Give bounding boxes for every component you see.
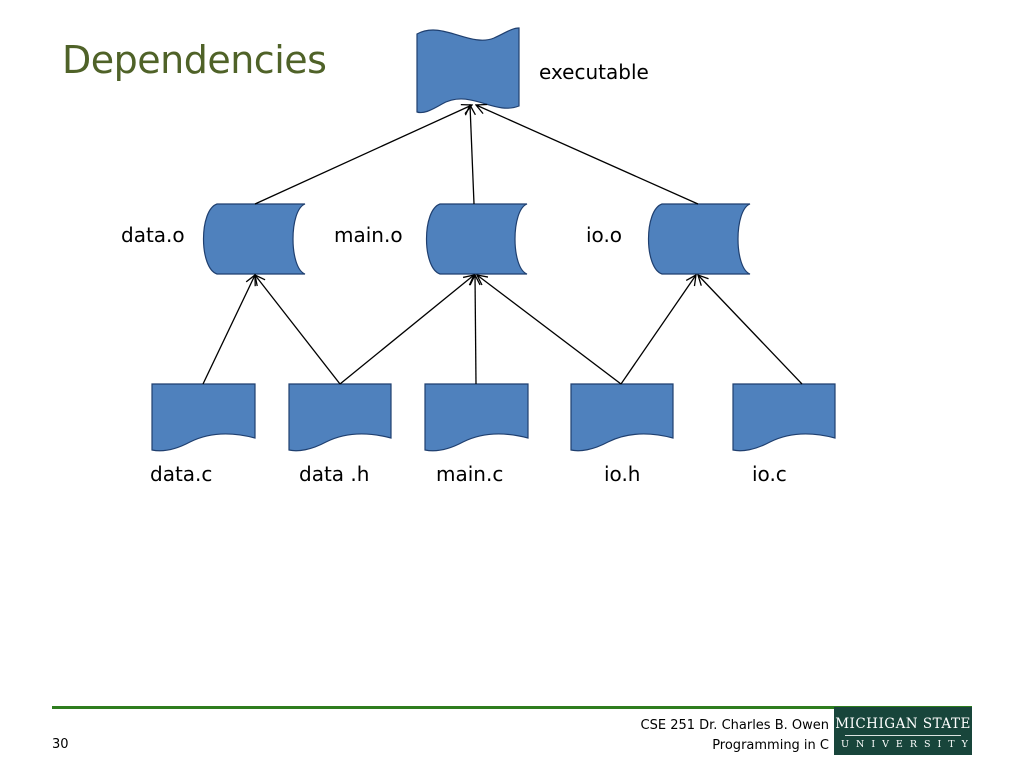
io-o-node: [647, 203, 751, 275]
course-info: CSE 251 Dr. Charles B. Owen Programming …: [641, 716, 829, 756]
executable-label: executable: [539, 60, 649, 84]
logo-rule: [845, 735, 961, 736]
data-h-label: data .h: [299, 462, 370, 486]
course-line-2: Programming in C: [712, 738, 829, 753]
edge-io-h-io-o: [620, 275, 696, 385]
logo-line-2: UNIVERSITY: [841, 739, 975, 750]
io-c-node: [732, 383, 836, 452]
slide-number: 30: [52, 737, 69, 752]
data-c-label: data.c: [150, 462, 213, 486]
data-o-label: data.o: [121, 223, 185, 247]
io-o-label: io.o: [586, 223, 623, 247]
footer-divider: [52, 706, 972, 709]
data-h-node: [288, 383, 392, 452]
io-h-label: io.h: [604, 462, 641, 486]
data-o-node: [202, 203, 306, 275]
io-h-node: [570, 383, 674, 452]
main-o-node: [425, 203, 528, 275]
executable-node: [416, 27, 520, 114]
course-line-1: CSE 251 Dr. Charles B. Owen: [640, 718, 829, 733]
university-logo: MICHIGAN STATE UNIVERSITY: [834, 707, 972, 755]
edge-io-o-executable: [476, 105, 699, 205]
logo-line-1: MICHIGAN STATE: [835, 716, 971, 732]
edge-data-o-executable: [254, 105, 472, 205]
data-c-node: [151, 383, 256, 452]
edge-data-h-data-o: [255, 275, 341, 385]
io-c-label: io.c: [752, 462, 787, 486]
edge-io-c-io-o: [698, 275, 803, 385]
main-c-label: main.c: [436, 462, 504, 486]
edge-data-h-main-o: [339, 275, 474, 385]
main-o-label: main.o: [334, 223, 403, 247]
edge-io-h-main-o: [477, 275, 622, 385]
main-c-node: [424, 383, 529, 452]
edge-main-o-executable: [470, 105, 474, 205]
edge-data-c-data-o: [202, 275, 255, 385]
edge-main-c-main-o: [475, 275, 476, 385]
slide-title: Dependencies: [62, 38, 327, 82]
